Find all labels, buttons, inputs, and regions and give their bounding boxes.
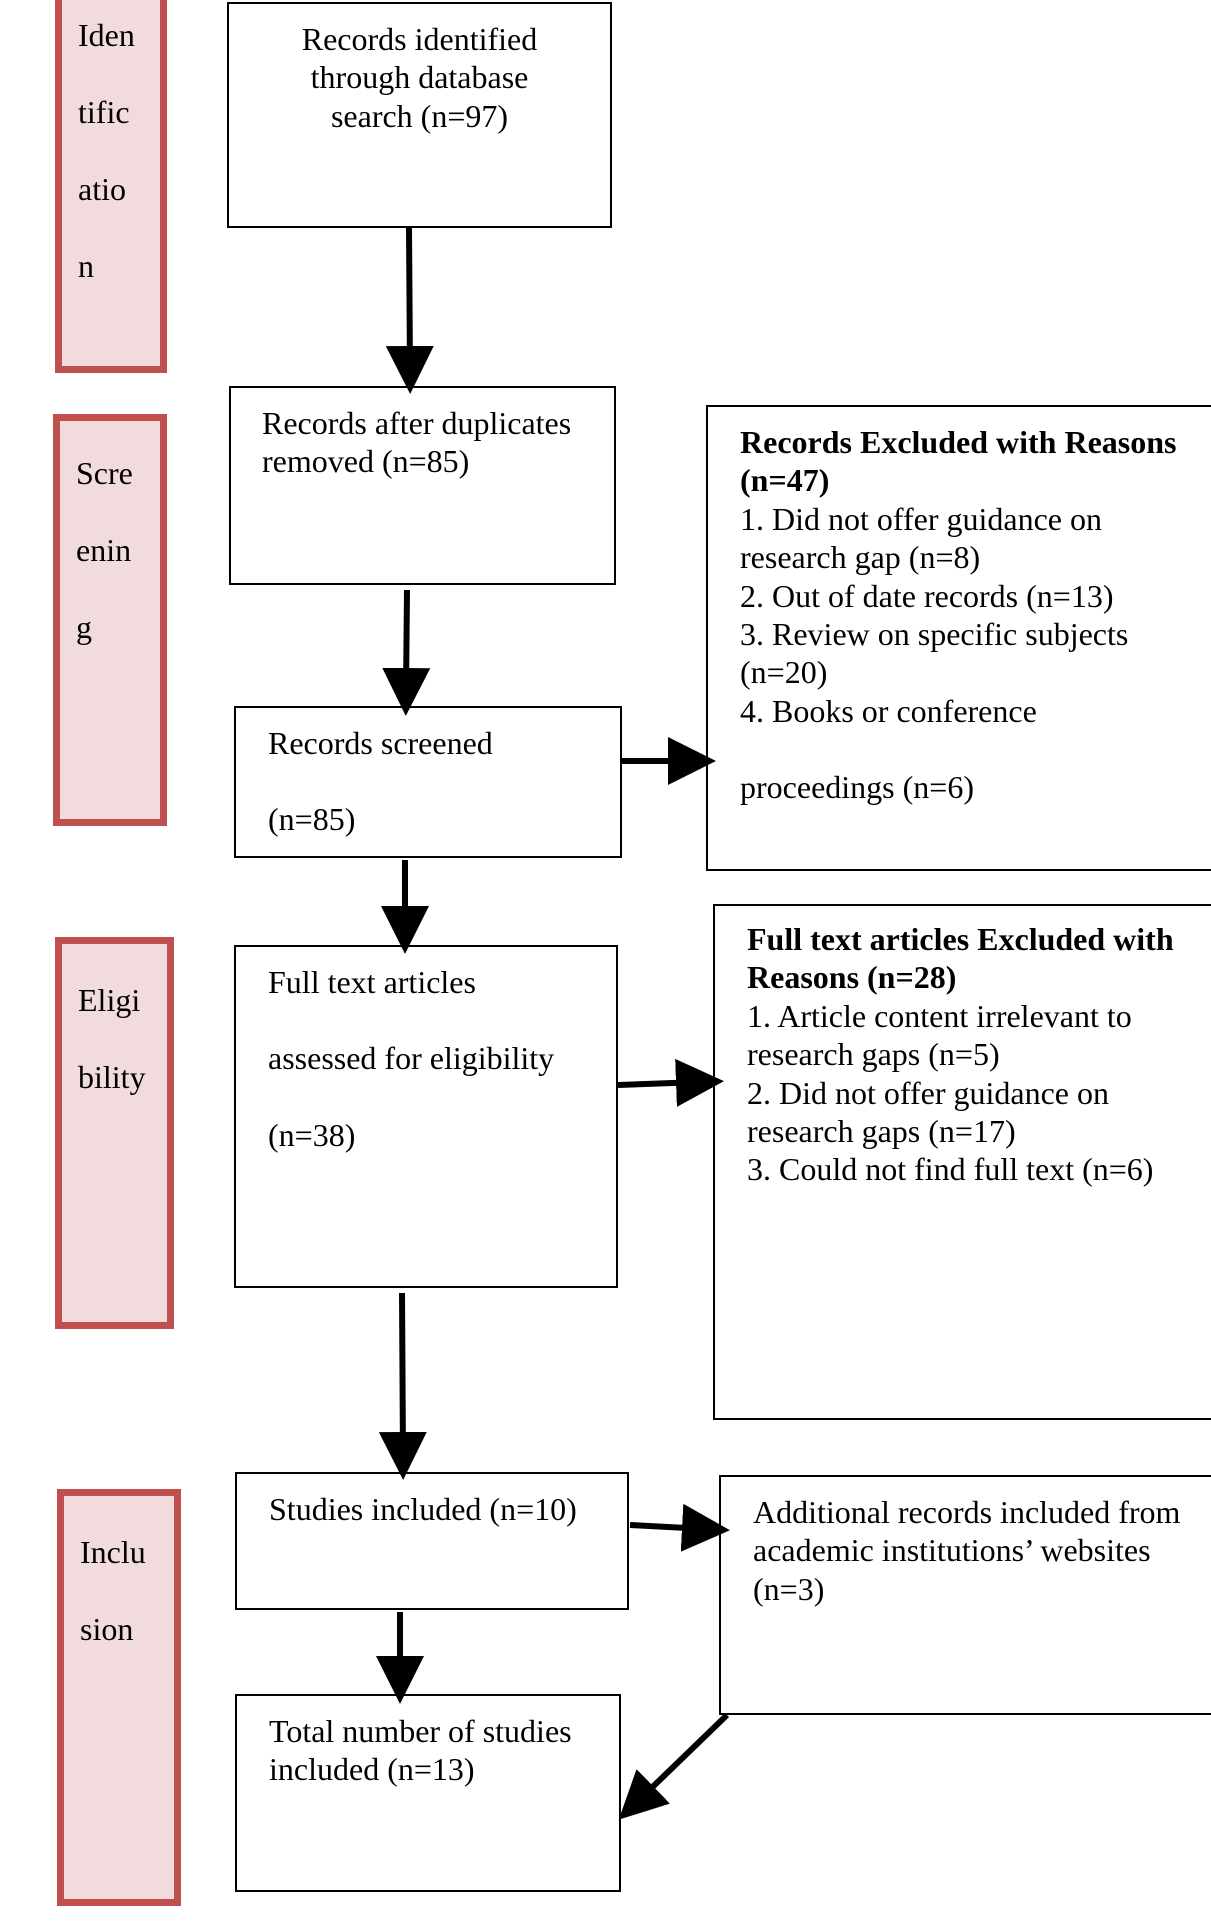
box-text: (n=85) — [268, 801, 356, 838]
list-item: 3. Could not find full text (n=6) — [747, 1151, 1154, 1188]
list-item: 2. Did not offer guidance on — [747, 1074, 1109, 1111]
box-text: assessed for eligibility — [268, 1040, 555, 1077]
box-full-text-assessed: Full text articles assessed for eligibil… — [234, 945, 618, 1288]
box-text: Records screened — [268, 725, 493, 761]
box-text: search (n=97) — [330, 97, 509, 134]
list-item: research gaps (n=5) — [747, 1036, 1000, 1073]
list-item: 3. Review on specific subjects — [740, 615, 1129, 652]
box-heading: Reasons (n=28) — [747, 959, 957, 996]
list-item: 1. Did not offer guidance on — [740, 500, 1102, 537]
box-text: Total number of studies — [269, 1713, 572, 1749]
phase-label-line: Iden — [78, 17, 135, 53]
box-records-screened: Records screened (n=85) — [234, 706, 622, 858]
box-records-after-duplicates: Records after duplicates removed (n=85) — [229, 386, 616, 585]
box-text: academic institutions’ websites — [753, 1532, 1151, 1569]
arrow-full-text-to-excluded — [617, 1058, 724, 1107]
box-text: through database — [310, 59, 529, 96]
phase-label-line: sion — [80, 1611, 134, 1647]
phase-label-line: enin — [76, 532, 132, 568]
list-item: proceedings (n=6) — [740, 769, 974, 806]
phase-label-line: Inclu — [80, 1534, 146, 1570]
phase-label-line: atio — [78, 171, 126, 207]
box-text: included (n=13) — [269, 1751, 475, 1788]
box-records-identified: Records identified through database sear… — [227, 2, 612, 228]
list-item: 2. Out of date records (n=13) — [740, 577, 1114, 614]
box-studies-included: Studies included (n=10) — [235, 1472, 629, 1610]
phase-label-line: tific — [78, 94, 130, 130]
phase-label-line: n — [78, 248, 94, 284]
phase-screening: Scre enin g — [53, 414, 167, 826]
phase-identification: Iden tific atio n — [55, 0, 167, 373]
box-text: Records after duplicates — [262, 405, 572, 441]
box-text: Records identified — [301, 21, 538, 57]
box-text: Full text articles — [268, 964, 476, 1000]
box-text: (n=38) — [268, 1116, 356, 1153]
box-text: Additional records included from — [753, 1494, 1181, 1530]
phase-label-line: Scre — [76, 455, 133, 491]
box-text: (n=3) — [753, 1570, 825, 1607]
arrow-full-text-to-studies — [378, 1292, 427, 1480]
phase-inclusion: Inclu sion — [57, 1489, 181, 1906]
arrow-additional-to-total — [618, 1712, 730, 1820]
list-item: 4. Books or conference — [740, 692, 1037, 729]
phase-label-line: Eligi — [78, 982, 141, 1018]
arrow-studies-to-additional — [629, 1503, 730, 1552]
box-full-text-excluded: Full text articles Excluded with Reasons… — [713, 904, 1211, 1420]
list-item: (n=20) — [740, 654, 828, 691]
box-records-excluded: Records Excluded with Reasons (n=47) 1. … — [706, 405, 1211, 871]
arrow-duplicates-to-screened — [382, 589, 431, 716]
phase-label-line: g — [76, 609, 92, 645]
list-item: research gaps (n=17) — [747, 1112, 1016, 1149]
box-additional-records: Additional records included from academi… — [719, 1475, 1211, 1715]
box-heading: Records Excluded with Reasons — [740, 424, 1177, 460]
box-heading: Full text articles Excluded with — [747, 921, 1174, 957]
phase-eligibility: Eligi bility — [55, 937, 174, 1329]
box-heading: (n=47) — [740, 462, 830, 499]
box-total-included: Total number of studies included (n=13) — [235, 1694, 621, 1892]
list-item: research gap (n=8) — [740, 539, 981, 576]
arrow-identified-to-duplicates — [385, 227, 434, 394]
box-text: removed (n=85) — [262, 443, 470, 480]
list-item: 1. Article content irrelevant to — [747, 997, 1132, 1034]
phase-label-line: bility — [78, 1059, 146, 1095]
box-text: Studies included (n=10) — [269, 1491, 577, 1527]
